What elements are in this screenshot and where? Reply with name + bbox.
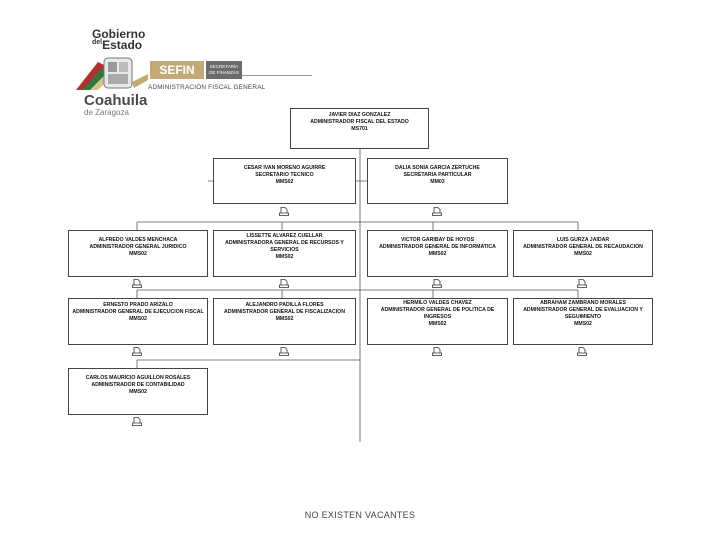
position-title: ADMINISTRADOR FISCAL DEL ESTADO (310, 119, 409, 125)
estado-word: Estado (102, 38, 143, 52)
position-code: MMS02 (275, 179, 294, 185)
org-box-secretaria-particular: DALIA SONIA GARCIA ZERTUCHE SECRETARIA P… (367, 158, 508, 204)
org-box-secretario-tecnico: CESAR IVAN MORENO AGUIRRE SECRETARIO TEC… (213, 158, 356, 204)
person-name: JAVIER DIAZ GONZALEZ (328, 112, 391, 118)
org-box-contabilidad: CARLOS MAURICIO AGUILLON ROSALES ADMINIS… (68, 368, 208, 415)
position-code: MM03 (430, 179, 445, 185)
coat-of-arms-icon (76, 57, 148, 90)
org-box-root: JAVIER DIAZ GONZALEZ ADMINISTRADOR FISCA… (290, 108, 429, 149)
document-icon (577, 347, 587, 356)
state-subname: de Zaragoza (84, 108, 129, 117)
person-name: VICTOR GARIBAY DE HOYOS (400, 237, 475, 243)
state-name: Coahuila (84, 92, 148, 109)
org-box-ejecucion-fiscal: ERNESTO PRADO ARIZALO ADMINISTRADOR GENE… (68, 298, 208, 345)
document-icon (432, 279, 442, 288)
position-code: MMS02 (574, 321, 592, 327)
department-title: ADMINISTRACIÓN FISCAL GENERAL (148, 84, 266, 91)
person-name: LISSETTE ALVAREZ CUELLAR (246, 233, 323, 239)
person-name: LUIS GURZA JAIDAR (556, 237, 610, 243)
position-title: ADMINISTRADOR GENERAL JURIDICO (89, 244, 187, 250)
header-divider (242, 75, 312, 76)
org-box-juridico: ALFREDO VALDES MENCHACA ADMINISTRADOR GE… (68, 230, 208, 277)
position-title: SECRETARIO TECNICO (255, 172, 314, 178)
person-name: ALEJANDRO PADILLA FLORES (245, 302, 324, 308)
document-icon (279, 207, 289, 216)
position-title: ADMINISTRADOR GENERAL DE INFORMATICA (379, 244, 496, 250)
org-box-recaudacion: LUIS GURZA JAIDAR ADMINISTRADOR GENERAL … (513, 230, 653, 277)
org-box-informatica: VICTOR GARIBAY DE HOYOS ADMINISTRADOR GE… (367, 230, 508, 277)
position-code: MMS02 (574, 251, 592, 257)
position-code: MMS02 (275, 254, 294, 260)
position-code: MMS02 (129, 251, 147, 257)
person-name: ALFREDO VALDES MENCHACA (98, 237, 178, 243)
person-name: ABRAHAM ZAMBRANO MORALES (540, 300, 626, 306)
document-icon (279, 279, 289, 288)
position-code: MMS02 (129, 316, 147, 322)
government-logo: Gobierno delEstado Coahuila de Zaragoza … (70, 24, 320, 120)
position-title: SECRETARIA PARTICULAR (403, 172, 472, 178)
position-title: ADMINISTRADOR GENERAL DE POLITICA DE ING… (380, 307, 495, 320)
gobierno-text: Gobierno (92, 27, 146, 41)
position-code: MMS02 (275, 316, 294, 322)
position-title: ADMINISTRADOR GENERAL DE FISCALIZACION (224, 309, 345, 315)
position-code: MS701 (351, 126, 368, 132)
document-icon (432, 207, 442, 216)
org-box-politica-ingresos: HERMILO VALDES CHAVEZ ADMINISTRADOR GENE… (367, 298, 508, 345)
position-title: ADMINISTRADOR GENERAL DE RECAUDACION (523, 244, 643, 250)
document-icon (432, 347, 442, 356)
person-name: ERNESTO PRADO ARIZALO (103, 302, 173, 308)
position-code: MMS02 (428, 251, 447, 257)
person-name: DALIA SONIA GARCIA ZERTUCHE (395, 165, 480, 171)
person-name: CESAR IVAN MORENO AGUIRRE (243, 165, 326, 171)
position-title: ADMINISTRADOR GENERAL DE EJECUCION FISCA… (72, 309, 204, 315)
vacancies-note: NO EXISTEN VACANTES (304, 510, 416, 520)
org-box-fiscalizacion: ALEJANDRO PADILLA FLORES ADMINISTRADOR G… (213, 298, 356, 345)
sefin-logo: SEFIN (150, 61, 204, 79)
document-icon (132, 347, 142, 356)
secretaria-logo: SECRETARÍA DE FINANZAS (206, 61, 242, 79)
org-box-recursos-servicios: LISSETTE ALVAREZ CUELLAR ADMINISTRADORA … (213, 230, 356, 277)
position-title: ADMINISTRADOR GENERAL DE EVALUACION Y SE… (523, 307, 643, 320)
document-icon (132, 417, 142, 426)
del-text: del (92, 39, 103, 46)
position-title: ADMINISTRADOR DE CONTABILIDAD (91, 382, 185, 388)
document-icon (132, 279, 142, 288)
position-code: MMS02 (129, 389, 147, 395)
document-icon (577, 279, 587, 288)
position-title: ADMINISTRADORA GENERAL DE RECURSOS Y SER… (225, 240, 344, 253)
person-name: HERMILO VALDES CHAVEZ (403, 300, 472, 306)
estado-text: delEstado (92, 39, 142, 51)
secretaria-line1: SECRETARÍA (209, 64, 239, 69)
secretaria-line2: DE FINANZAS (209, 70, 239, 75)
org-box-evaluacion-seguimiento: ABRAHAM ZAMBRANO MORALES ADMINISTRADOR G… (513, 298, 653, 345)
document-icon (279, 347, 289, 356)
person-name: CARLOS MAURICIO AGUILLON ROSALES (85, 375, 191, 381)
position-code: MMS02 (428, 321, 447, 327)
